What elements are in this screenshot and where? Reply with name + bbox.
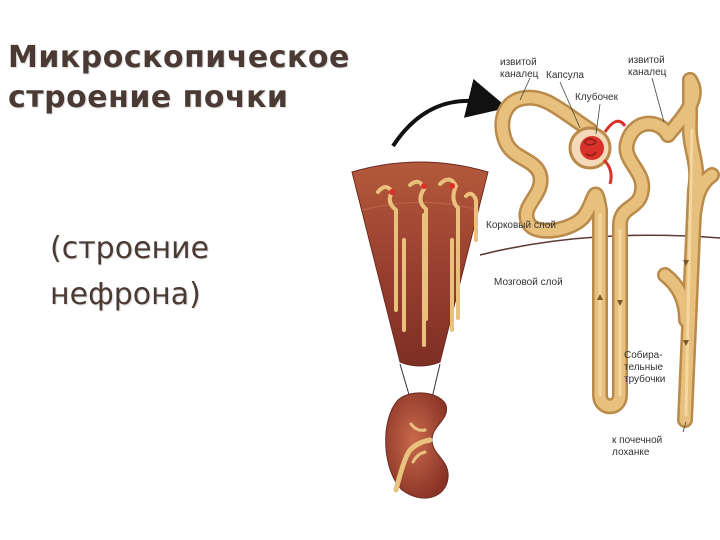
page-title: Микроскопическое строение почки	[8, 38, 350, 118]
label-capsule: Капсула	[546, 70, 584, 81]
label-pelvis-2: лоханке	[612, 447, 650, 458]
label-tubule-right-2: каналец	[628, 67, 667, 78]
guide-line-right	[431, 363, 441, 399]
label-cortex: Корковый слой	[486, 220, 556, 231]
label-pelvis-1: к почечной	[612, 435, 662, 446]
guide-line-left	[399, 363, 411, 399]
kidney-icon	[385, 392, 449, 499]
label-glomerulus: Клубочек	[575, 91, 619, 103]
pointer-arrow	[391, 78, 508, 148]
title-line-2: строение почки	[8, 80, 289, 115]
label-medulla: Мозговой слой	[494, 277, 563, 288]
label-collecting-2: тельные	[624, 362, 663, 373]
label-collecting-3: трубочки	[624, 373, 665, 385]
label-tubule-right-1: извитой	[628, 55, 665, 66]
page-subtitle: (строение нефрона)	[50, 226, 209, 318]
kidney-wedge	[351, 161, 489, 367]
subtitle-line-1: (строение	[50, 231, 210, 266]
capsule-glomerulus	[568, 119, 627, 185]
subtitle-line-2: нефрона)	[50, 277, 201, 312]
flow-arrows	[597, 260, 689, 346]
label-tubule-left-2: каналец	[500, 69, 539, 80]
label-tubule-left-1: извитой	[500, 57, 537, 68]
label-pointers	[519, 77, 687, 433]
label-collecting-1: Собира-	[624, 349, 663, 361]
nephron-tubules	[494, 72, 720, 428]
title-line-1: Микроскопическое	[8, 40, 350, 75]
